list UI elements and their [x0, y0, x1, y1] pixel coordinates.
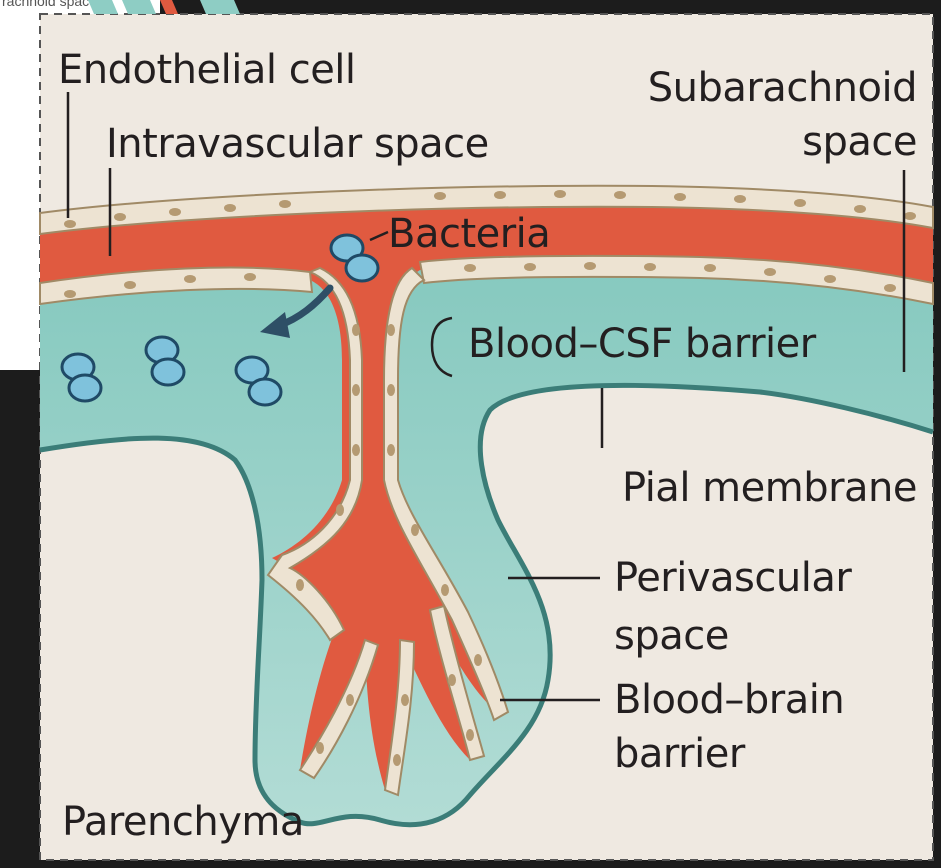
label-pial-membrane: Pial membrane [622, 466, 917, 510]
fragment [160, 0, 178, 14]
label-parenchyma: Parenchyma [62, 800, 304, 844]
label-blood-csf-barrier: Blood–CSF barrier [468, 322, 816, 366]
label-subarachnoid-space-line2: space [802, 120, 917, 164]
fragment [122, 0, 156, 14]
label-blood-brain-barrier-line1: Blood–brain [614, 678, 844, 722]
label-blood-brain-barrier-line2: barrier [614, 732, 745, 776]
fragment [200, 0, 240, 14]
label-perivascular-space-line1: Perivascular [614, 556, 851, 600]
label-perivascular-space-line2: space [614, 614, 729, 658]
fragment [88, 0, 118, 14]
label-bacteria: Bacteria [388, 212, 550, 256]
label-subarachnoid-space-line1: Subarachnoid [648, 66, 917, 110]
label-intravascular-space: Intravascular space [106, 122, 489, 166]
label-endothelial-cell: Endothelial cell [58, 48, 356, 92]
